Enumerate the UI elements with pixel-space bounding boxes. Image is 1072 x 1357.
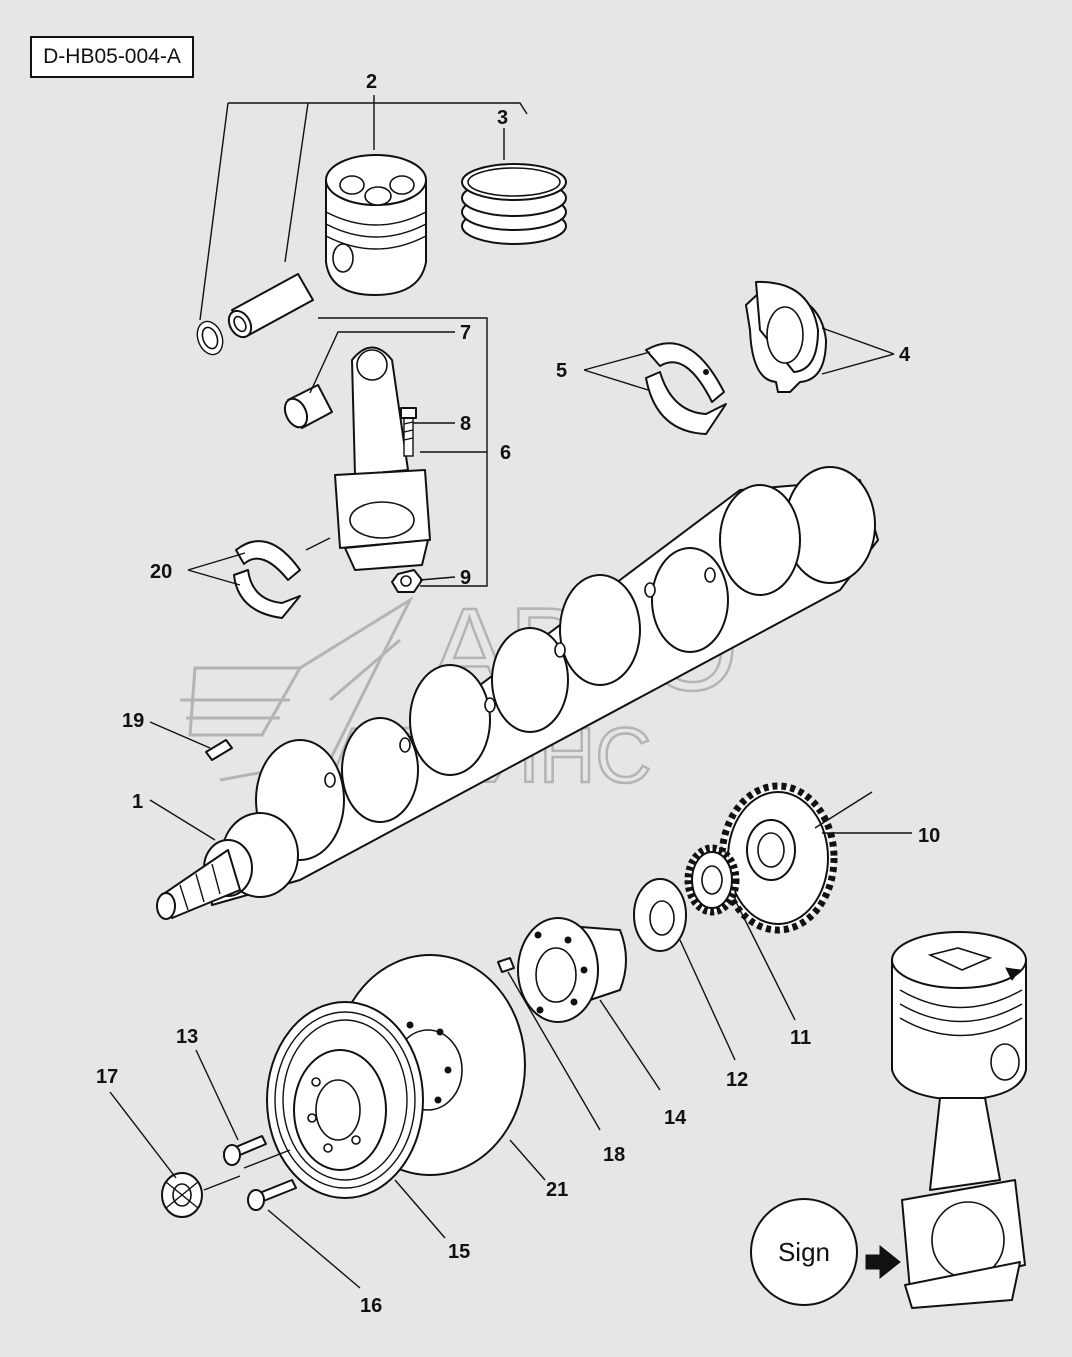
callout-19: 19: [122, 710, 144, 732]
callout-7: 7: [460, 322, 471, 344]
callout-11: 11: [790, 1027, 811, 1049]
callout-16: 16: [360, 1295, 382, 1317]
crank-gear-large: [718, 782, 838, 934]
small-end-bush: [283, 384, 333, 429]
crank-gear-small: [684, 844, 740, 916]
callout-10: 10: [918, 825, 940, 847]
sign-label: Sign: [777, 1236, 831, 1267]
piston: [325, 154, 427, 296]
callout-labels: 1 2 3 4 5 6 7 8 9 10 11 12 13 14 15 16 1…: [96, 71, 940, 1317]
callout-6: 6: [500, 442, 511, 464]
thrust-washers: [745, 280, 827, 393]
circlip: [196, 320, 224, 356]
spacer-washer: [633, 878, 687, 952]
crankshaft: [156, 466, 879, 920]
callout-8: 8: [460, 413, 471, 435]
castle-nut: [161, 1172, 203, 1218]
main-bearing-shells: [645, 342, 727, 435]
crank-dowel-pin: [205, 739, 233, 761]
detail-piston-rod: [865, 931, 1027, 1309]
callout-2: 2: [366, 71, 377, 93]
callout-18: 18: [603, 1144, 625, 1166]
rod-bolt: [400, 407, 417, 457]
piston-rings: [461, 163, 567, 245]
hub-dowel: [497, 957, 515, 973]
pulley-bolt-16: [247, 1179, 297, 1211]
pulley-bolt-13: [223, 1135, 267, 1166]
callout-17: 17: [96, 1066, 118, 1088]
callout-9: 9: [460, 567, 471, 589]
con-rod-bearing-shells: [233, 540, 301, 619]
piston-pin: [227, 273, 314, 339]
callout-5: 5: [556, 360, 567, 382]
rod-nut: [391, 569, 423, 593]
callout-20: 20: [150, 561, 172, 583]
diagram-code-box: D-HB05-004-A: [30, 36, 194, 78]
sign-circle: Sign: [750, 1198, 858, 1306]
crank-pulley: [266, 1001, 424, 1199]
callout-21: 21: [546, 1179, 568, 1201]
callout-4: 4: [899, 344, 911, 366]
diagram-code: D-HB05-004-A: [43, 45, 181, 68]
callout-15: 15: [448, 1241, 470, 1263]
callout-12: 12: [726, 1069, 748, 1091]
callout-14: 14: [664, 1107, 687, 1129]
callout-3: 3: [497, 107, 508, 129]
connecting-rod: [334, 346, 431, 571]
callout-13: 13: [176, 1026, 198, 1048]
piston-group-bracket: [199, 95, 528, 321]
callout-1: 1: [132, 791, 143, 813]
crank-hub: [517, 917, 627, 1023]
